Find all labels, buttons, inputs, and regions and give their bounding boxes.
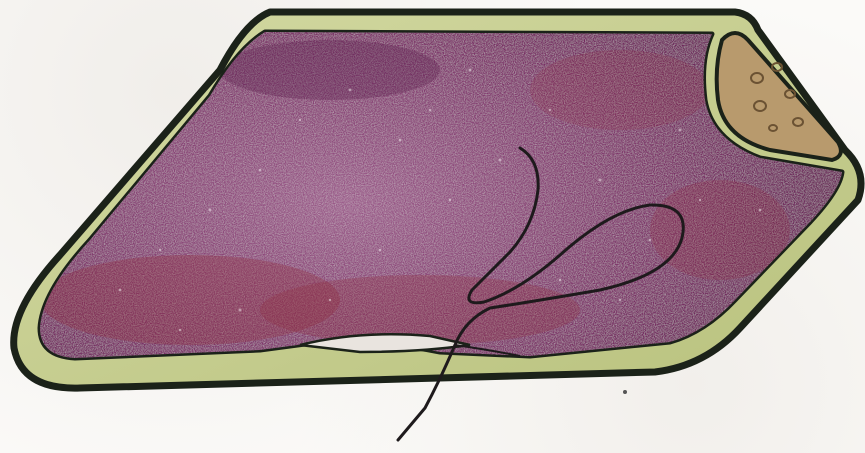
pencil-mark xyxy=(623,390,627,394)
